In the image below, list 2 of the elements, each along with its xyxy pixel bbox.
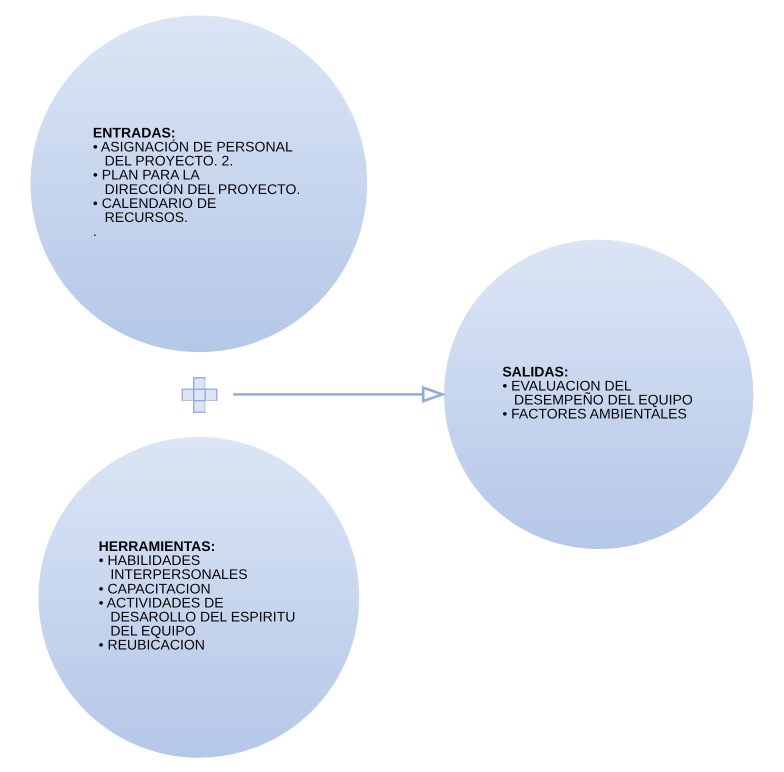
arrow	[233, 385, 446, 402]
node-circle: SALIDAS: • EVALUACION DEL DESEMPEÑO DEL EQUIPO • FACTORES AMBIENTALES	[442, 236, 756, 552]
